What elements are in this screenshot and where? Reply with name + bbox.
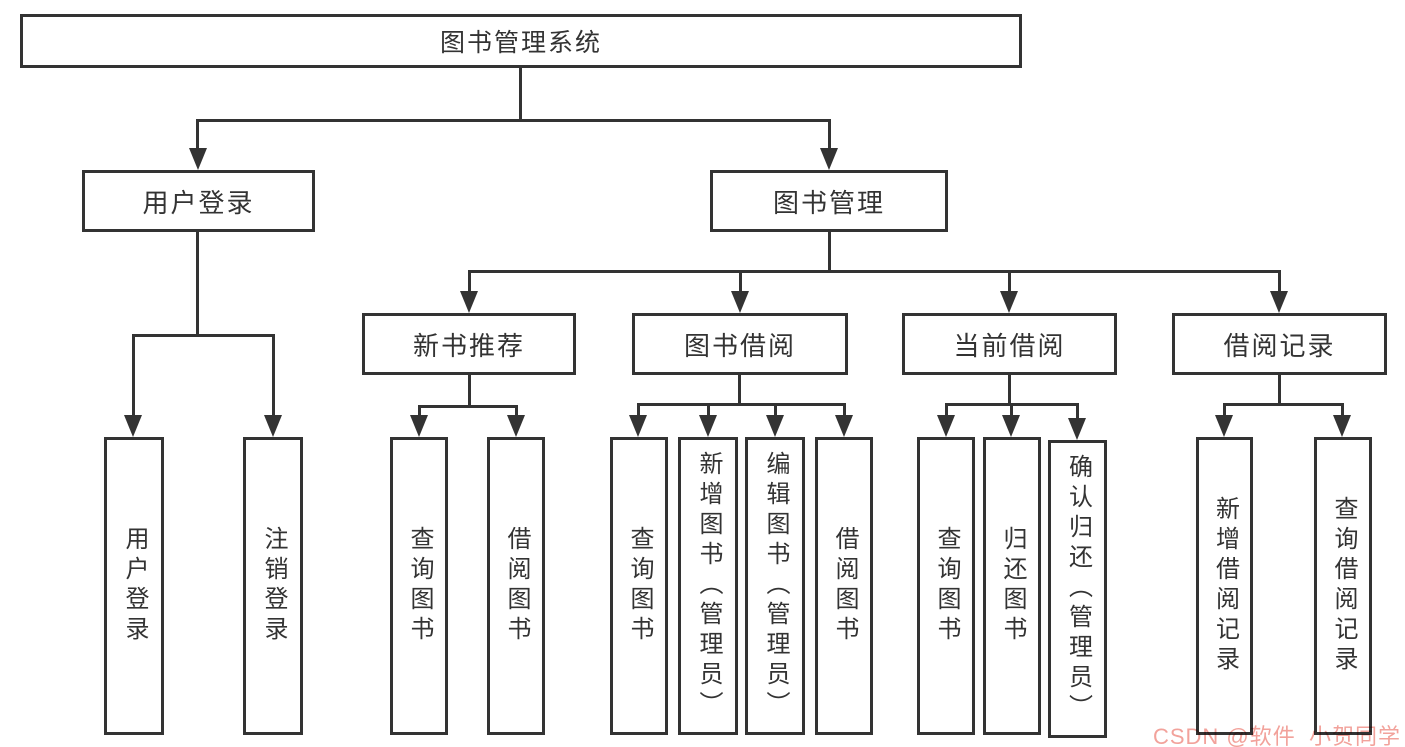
leaf-logout: 注销登录 — [243, 437, 303, 735]
connector-line — [519, 68, 522, 121]
arrow-down-icon — [699, 415, 717, 437]
connector-line — [843, 403, 846, 418]
leaf-query-books-borrow: 查询图书 — [610, 437, 668, 735]
leaf-return-books: 归还图书 — [983, 437, 1041, 735]
node-label: 确认归还（管理员） — [1064, 454, 1092, 724]
connector-line — [1010, 403, 1013, 418]
connector-line — [739, 270, 742, 294]
arrow-down-icon — [1270, 291, 1288, 313]
node-label: 图书管理 — [772, 187, 885, 218]
node-current-borrow: 当前借阅 — [902, 313, 1117, 375]
node-label: 借阅记录 — [1223, 330, 1336, 361]
connector-line — [828, 232, 831, 273]
node-user-login-branch: 用户登录 — [82, 170, 315, 232]
leaf-confirm-return-admin: 确认归还（管理员） — [1048, 440, 1107, 738]
node-label: 查询图书 — [626, 526, 653, 646]
connector-line — [1076, 403, 1079, 418]
leaf-query-books-recommend: 查询图书 — [390, 437, 448, 735]
connector-line — [637, 403, 640, 418]
node-label: 新增图书（管理员） — [695, 451, 722, 721]
connector-line — [132, 334, 135, 419]
csdn-watermark: CSDN @软件_小贺同学 — [1152, 724, 1401, 747]
node-label: 图书借阅 — [683, 330, 796, 361]
connector-line — [515, 405, 518, 418]
arrow-down-icon — [1068, 418, 1086, 440]
connector-line — [196, 232, 199, 337]
leaf-user-login: 用户登录 — [104, 437, 164, 735]
arrow-down-icon — [820, 148, 838, 170]
arrow-down-icon — [835, 415, 853, 437]
node-system-root: 图书管理系统 — [20, 14, 1022, 68]
connector-line — [945, 403, 948, 418]
node-label: 借阅图书 — [503, 526, 530, 646]
connector-line — [774, 403, 777, 418]
arrow-down-icon — [507, 415, 525, 437]
arrow-down-icon — [1000, 291, 1018, 313]
connector-line — [132, 334, 274, 337]
connector-line — [1008, 375, 1011, 406]
node-new-book-recommend: 新书推荐 — [362, 313, 576, 375]
leaf-add-borrow-record: 新增借阅记录 — [1196, 437, 1253, 735]
arrow-down-icon — [460, 291, 478, 313]
arrow-down-icon — [410, 415, 428, 437]
node-borrow-records: 借阅记录 — [1172, 313, 1387, 375]
connector-line — [707, 403, 710, 418]
leaf-query-borrow-record: 查询借阅记录 — [1314, 437, 1372, 735]
arrow-down-icon — [264, 415, 282, 437]
arrow-down-icon — [1333, 415, 1351, 437]
node-label: 编辑图书（管理员） — [762, 451, 789, 721]
node-book-management-branch: 图书管理 — [710, 170, 948, 232]
arrow-down-icon — [124, 415, 142, 437]
arrow-down-icon — [629, 415, 647, 437]
connector-line — [418, 405, 421, 418]
connector-line — [1223, 403, 1226, 418]
arrow-down-icon — [731, 291, 749, 313]
leaf-borrow-books: 借阅图书 — [815, 437, 873, 735]
node-label: 借阅图书 — [831, 526, 858, 646]
connector-line — [1278, 270, 1281, 294]
node-label: 查询图书 — [406, 526, 433, 646]
arrow-down-icon — [189, 148, 207, 170]
connector-line — [196, 119, 199, 151]
connector-line — [197, 119, 831, 122]
connector-line — [1278, 375, 1281, 406]
node-label: 图书管理系统 — [439, 29, 602, 57]
node-label: 新增借阅记录 — [1211, 496, 1239, 676]
node-label: 用户登录 — [121, 526, 148, 646]
connector-line — [272, 334, 275, 419]
connector-line — [1341, 403, 1344, 418]
connector-line — [418, 405, 518, 408]
arrow-down-icon — [1215, 415, 1233, 437]
node-label: 用户登录 — [142, 187, 255, 218]
connector-line — [468, 375, 471, 408]
connector-line — [468, 270, 471, 294]
node-book-borrow: 图书借阅 — [632, 313, 848, 375]
arrow-down-icon — [937, 415, 955, 437]
leaf-add-books-admin: 新增图书（管理员） — [678, 437, 738, 735]
connector-line — [828, 119, 831, 151]
node-label: 新书推荐 — [412, 330, 525, 361]
leaf-edit-books-admin: 编辑图书（管理员） — [745, 437, 805, 735]
connector-line — [738, 375, 741, 406]
connector-line — [468, 270, 1280, 273]
node-label: 查询借阅记录 — [1330, 496, 1357, 676]
node-label: 当前借阅 — [953, 330, 1066, 361]
arrow-down-icon — [1002, 415, 1020, 437]
connector-line — [1223, 403, 1344, 406]
node-label: 注销登录 — [260, 526, 287, 646]
connector-line — [637, 403, 845, 406]
arrow-down-icon — [766, 415, 784, 437]
node-label: 归还图书 — [999, 526, 1026, 646]
connector-line — [1008, 270, 1011, 294]
node-label: 查询图书 — [933, 526, 960, 646]
leaf-query-books-current: 查询图书 — [917, 437, 975, 735]
leaf-borrow-books-recommend: 借阅图书 — [487, 437, 545, 735]
